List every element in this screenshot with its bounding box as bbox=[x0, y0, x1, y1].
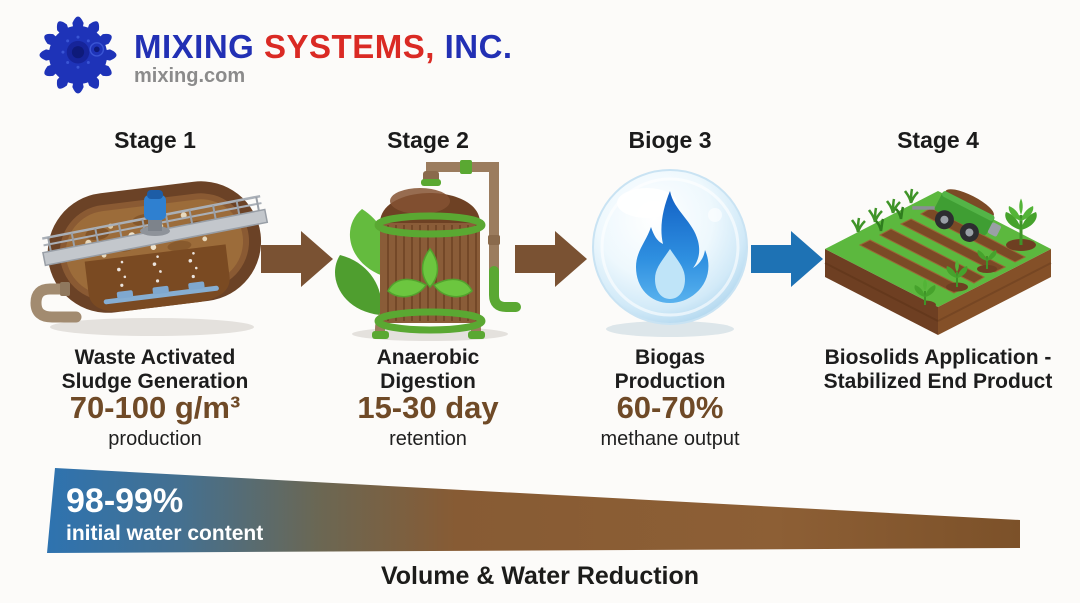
stage-1-header: Stage 1 bbox=[114, 127, 196, 153]
stage-2-title: Anaerobic Digestion bbox=[376, 346, 480, 393]
water-content-block: 98-99% initial water content bbox=[66, 482, 263, 546]
logo-header: MIXING SYSTEMS, INC. mixing.com bbox=[26, 8, 513, 102]
stage-column-1: Stage 1 bbox=[22, 127, 288, 463]
stage-2-header: Stage 2 bbox=[387, 127, 469, 153]
arrow-right-icon-3 bbox=[751, 231, 823, 287]
water-reduction-bar bbox=[47, 468, 1020, 553]
seedling-plants bbox=[914, 198, 1037, 310]
arrow-right-icon-2 bbox=[515, 231, 587, 287]
grass-tufts bbox=[850, 188, 919, 233]
digester-tank-illustration bbox=[334, 160, 521, 341]
leaf-emblem-icon bbox=[387, 247, 473, 298]
impeller-gear-icon bbox=[39, 16, 117, 94]
stage-3-stat-note: methane output bbox=[600, 428, 740, 450]
stage-3-title: Biogas Production bbox=[614, 346, 726, 393]
manure-spreader-wagon bbox=[912, 189, 1001, 242]
stage-2-stat-note: retention bbox=[389, 428, 467, 450]
stage-column-3: Bioge 3 bbox=[562, 127, 778, 463]
website-text: mixing.com bbox=[134, 65, 246, 87]
farm-field-illustration bbox=[824, 188, 1052, 335]
stage-column-2: Stage 2 bbox=[317, 127, 539, 463]
stage-2-stat: 15-30 day bbox=[357, 390, 499, 425]
water-content-stat: 98-99% bbox=[66, 482, 184, 520]
stage-3-header: Bioge 3 bbox=[628, 127, 712, 153]
stage-1-title: Waste Activated Sludge Generation bbox=[61, 346, 249, 393]
brand-word-mixing: MIXING bbox=[134, 28, 255, 65]
brand-name: MIXING SYSTEMS, INC. bbox=[134, 30, 513, 64]
blue-flame-icon bbox=[636, 191, 709, 303]
footer-title: Volume & Water Reduction bbox=[380, 562, 700, 590]
brand-word-systems: SYSTEMS, bbox=[264, 28, 435, 65]
stage-1-stat: 70-100 g/m³ bbox=[69, 390, 241, 425]
aeration-tank-illustration bbox=[30, 181, 269, 336]
brand-word-inc: INC. bbox=[444, 28, 513, 65]
stage-column-4: Stage 4 bbox=[812, 127, 1064, 463]
stage-4-header: Stage 4 bbox=[897, 127, 979, 153]
stage-1-stat-note: production bbox=[108, 428, 202, 450]
arrow-right-icon-1 bbox=[261, 231, 333, 287]
stage-3-stat: 60-70% bbox=[616, 390, 724, 425]
biogas-flame-orb-illustration bbox=[592, 169, 748, 337]
water-content-label: initial water content bbox=[66, 522, 264, 545]
stage-4-title: Biosolids Application - Stabilized End P… bbox=[823, 346, 1053, 393]
